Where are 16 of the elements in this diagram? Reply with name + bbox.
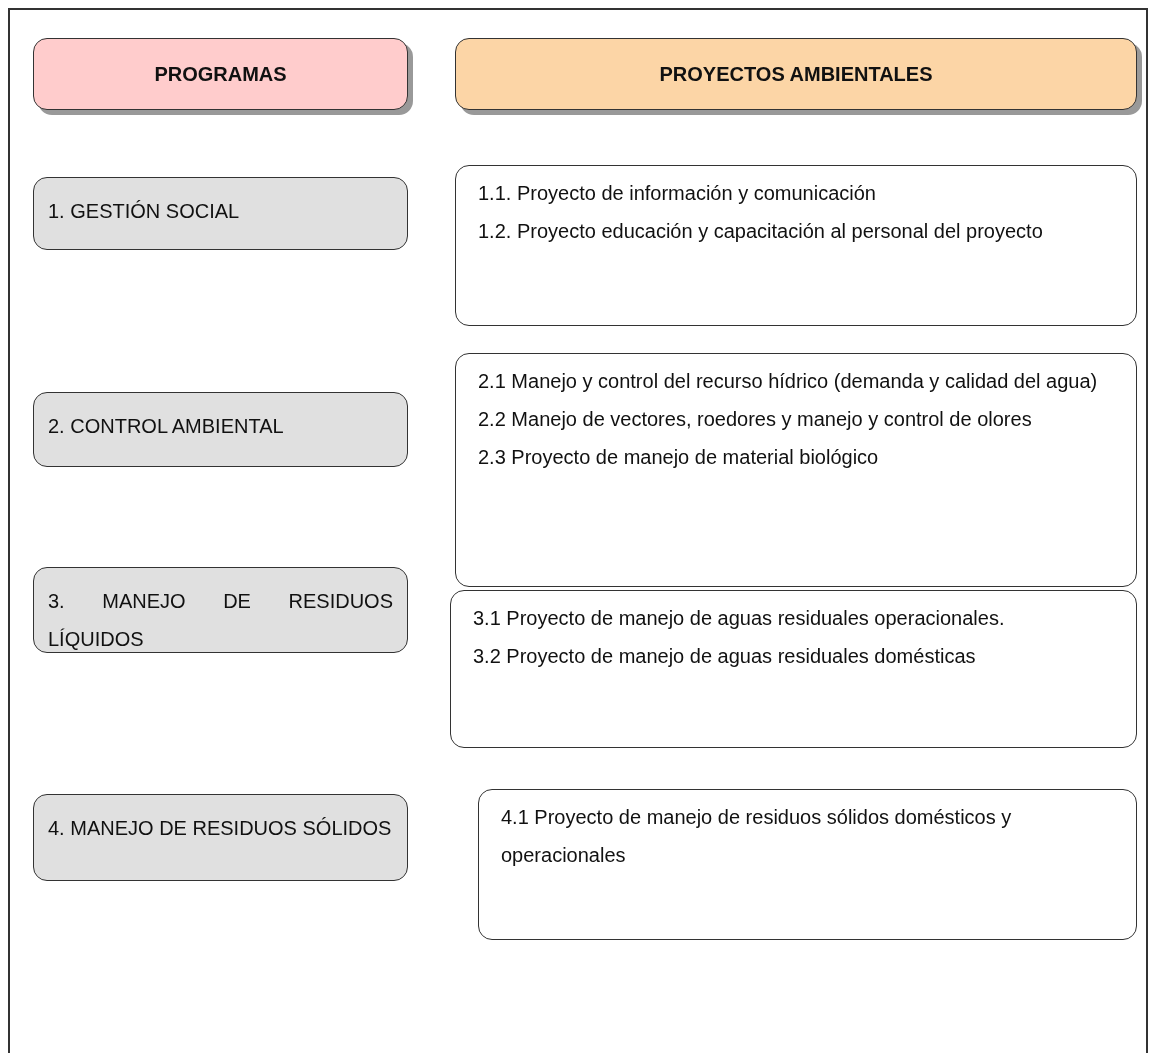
project-box (455, 165, 1137, 326)
program-box: 4. MANEJO DE RESIDUOS SÓLIDOS (33, 794, 408, 881)
program-box: 3. MANEJO DE RESIDUOS LÍQUIDOS (33, 567, 408, 653)
program-box: 2. CONTROL AMBIENTAL (33, 392, 408, 467)
project-item: 1.1. Proyecto de información y comunicación (478, 181, 877, 206)
project-item: 2.3 Proyecto de manejo de material biológico (478, 445, 880, 470)
project-box (478, 789, 1137, 940)
project-box (455, 353, 1137, 587)
project-item: 2.2 Manejo de vectores, roedores y manejo y control de olores (478, 407, 1033, 432)
project-item: 3.2 Proyecto de manejo de aguas residuales domésticas (473, 644, 977, 669)
project-box (450, 590, 1137, 748)
project-item: 4.1 Proyecto de manejo de residuos sólidos domésticos y operacionales (501, 805, 1013, 868)
project-item: 2.1 Manejo y control del recurso hídrico (demanda y calidad del agua) (478, 369, 1099, 394)
program-box: 1. GESTIÓN SOCIAL (33, 177, 408, 250)
project-item: 1.2. Proyecto educación y capacitación al personal del proyecto (478, 219, 1044, 244)
project-item: 3.1 Proyecto de manejo de aguas residuales operacionales. (473, 606, 1006, 631)
